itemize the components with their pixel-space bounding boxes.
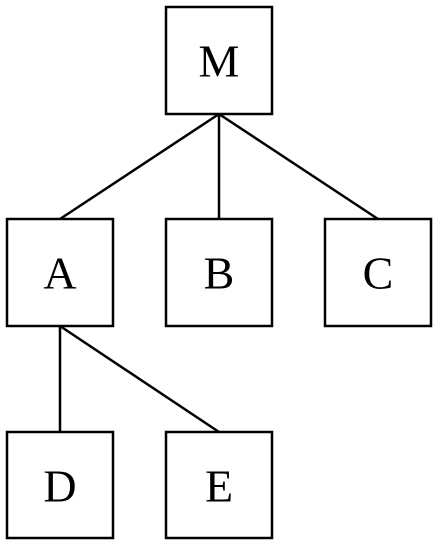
node-c: C — [323, 217, 433, 328]
node-b: B — [164, 217, 274, 328]
edge-m-a — [59, 112, 220, 221]
tree-edges — [58, 112, 379, 434]
node-a-label: A — [43, 248, 76, 299]
node-d-box — [5, 430, 115, 540]
node-e-box — [164, 430, 274, 540]
node-a-box — [5, 217, 115, 328]
node-a: A — [5, 217, 115, 328]
edge-m-c — [218, 112, 379, 221]
edge-a-e — [59, 324, 220, 434]
node-b-label: B — [204, 248, 235, 299]
node-d: D — [5, 430, 115, 540]
node-b-box — [164, 217, 274, 328]
node-d-label: D — [43, 461, 76, 512]
node-c-label: C — [363, 248, 394, 299]
node-e-label: E — [205, 461, 233, 512]
node-e: E — [164, 430, 274, 540]
node-c-box — [323, 217, 433, 328]
node-m: M — [164, 5, 274, 116]
node-m-label: M — [199, 36, 240, 87]
node-m-box — [164, 5, 274, 116]
